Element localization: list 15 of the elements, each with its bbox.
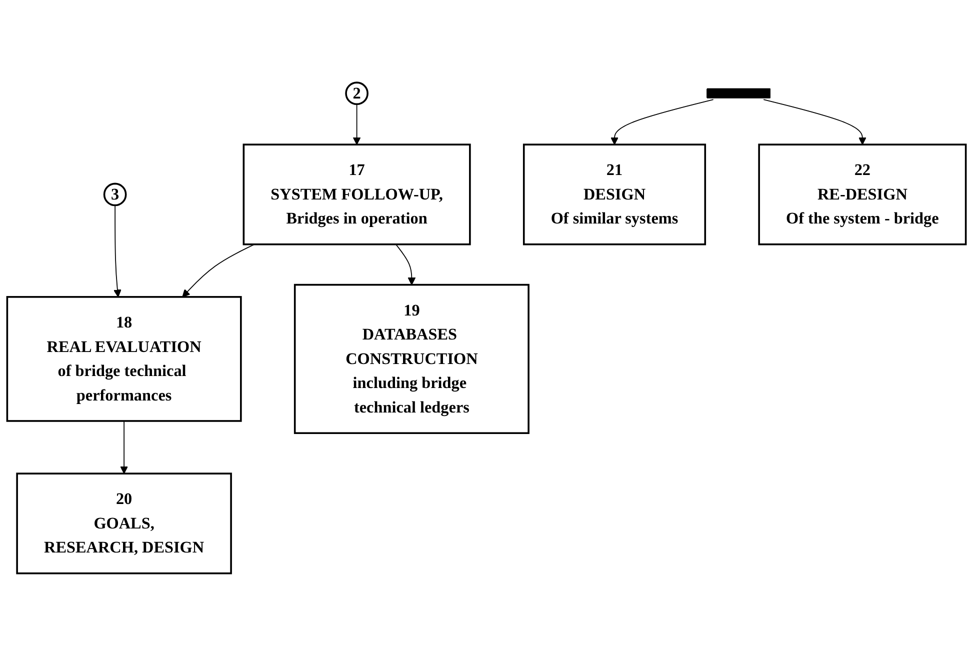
arrow bbox=[120, 420, 128, 474]
arrow bbox=[763, 98, 866, 145]
node-circle: 2 bbox=[345, 81, 368, 105]
arrow bbox=[395, 244, 416, 285]
node-box: 21 DESIGN Of similar systems bbox=[522, 143, 706, 245]
node-box: 22 RE-DESIGN Of the system - bridge bbox=[758, 143, 967, 245]
node-box: 20 GOALS, RESEARCH, DESIGN bbox=[16, 472, 232, 574]
arrow bbox=[352, 103, 361, 145]
node-box: 18 REAL EVALUATION of bridge technical performances bbox=[6, 296, 242, 422]
arrow bbox=[182, 244, 255, 298]
node-box: 19 DATABASES CONSTRUCTION including bridge technical ledgers bbox=[294, 284, 530, 434]
node-circle: 3 bbox=[103, 182, 127, 206]
arrow bbox=[114, 204, 122, 298]
arrow bbox=[610, 98, 714, 145]
node-box: 17 SYSTEM FOLLOW-UP, Bridges in operation bbox=[242, 143, 471, 245]
